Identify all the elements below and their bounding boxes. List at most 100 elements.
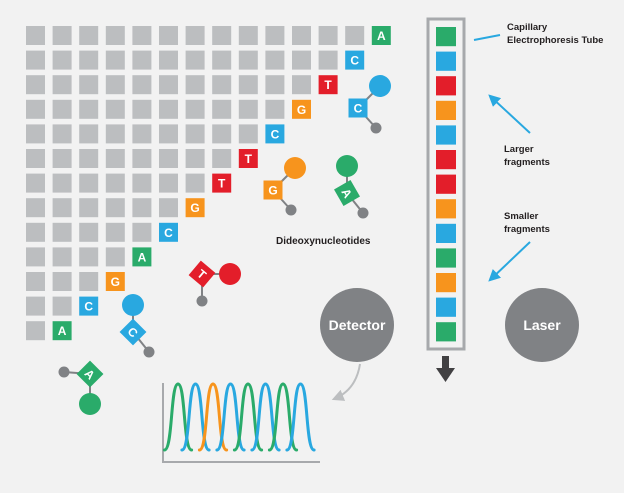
- fragment-gray-square: [26, 149, 45, 168]
- nucleotide-phosphate-dot: [196, 295, 208, 307]
- nucleotide-base-square: T: [188, 260, 216, 288]
- capillary-band: [436, 273, 456, 293]
- nucleotide-square: [188, 260, 216, 288]
- fragment-terminal-base: [318, 75, 338, 95]
- capillary-tube: [426, 17, 466, 351]
- nucleotide-square: [263, 180, 283, 200]
- dideoxynucleotide: A: [334, 155, 369, 219]
- fragment-gray-square: [265, 50, 285, 70]
- fragment-terminal-base: [52, 321, 72, 341]
- nucleotide-phosphate-dot: [58, 366, 70, 378]
- fragment-gray-square: [105, 247, 125, 267]
- fragment-gray-square: [318, 26, 338, 45]
- smaller-fragments-label-line2: fragments: [504, 224, 550, 235]
- larger-fragments-label-line2: fragments: [504, 157, 550, 168]
- fragment-gray-square: [105, 99, 125, 119]
- fragment-terminal-base: [265, 124, 285, 144]
- fragment-gray-square: [212, 149, 232, 168]
- fragment-gray-square: [238, 99, 258, 119]
- fragment-gray-square: [79, 198, 99, 218]
- fragment-terminal-letter: C: [164, 226, 173, 240]
- dideoxynucleotide: C: [119, 294, 155, 358]
- fragment-gray-square: [292, 75, 311, 95]
- fragment-gray-square: [159, 198, 178, 218]
- fragment-gray-square: [52, 198, 72, 218]
- fragment-gray-square: [79, 26, 99, 45]
- fragment-gray-square: [105, 124, 125, 144]
- fragment-gray-square: [238, 124, 258, 144]
- detector-circle: [320, 288, 394, 362]
- dideoxynucleotide: A: [58, 360, 104, 415]
- fragment-gray-square: [132, 26, 152, 45]
- dideoxynucleotide: T: [188, 260, 241, 307]
- dideoxynucleotide: G: [263, 157, 306, 216]
- fragment-gray-square: [52, 149, 72, 168]
- chromatogram-axes: [162, 383, 320, 463]
- fragment-terminal-letter: G: [111, 275, 120, 289]
- nucleotide-phosphate-dot: [370, 122, 382, 134]
- fragment-gray-square: [52, 75, 72, 95]
- smaller-fragments-arrow: [488, 241, 531, 282]
- capillary-tube-outline: [426, 17, 466, 351]
- fragment-gray-square: [132, 222, 152, 242]
- fragment-gray-square: [79, 272, 99, 291]
- fragment-gray-square: [79, 222, 99, 242]
- fragment-terminal-letter: A: [58, 324, 67, 338]
- fragment-gray-square: [238, 26, 258, 45]
- fragment-gray-square: [292, 26, 311, 45]
- fragment-gray-square: [105, 222, 125, 242]
- nucleotide-base-square: C: [119, 318, 147, 346]
- fragment-gray-square: [132, 173, 152, 193]
- laser-circle: [505, 288, 579, 362]
- nucleotide-base-circle: [336, 155, 358, 177]
- fragment-gray-square: [26, 124, 45, 144]
- fragment-gray-square: [159, 26, 178, 45]
- fragment-gray-square: [26, 99, 45, 119]
- nucleotide-square: [334, 180, 360, 206]
- detector: Detector: [320, 288, 394, 362]
- nucleotide-letter: C: [354, 102, 363, 116]
- larger-fragments-label-line1: Larger: [504, 144, 534, 155]
- fragment-gray-square: [26, 198, 45, 218]
- fragment-gray-square: [132, 124, 152, 144]
- fragment-gray-square: [26, 50, 45, 70]
- capillary-band: [436, 248, 456, 268]
- fragment-terminal-letter: T: [324, 78, 332, 92]
- fragment-gray-square: [132, 75, 152, 95]
- fragment-gray-square: [26, 26, 45, 45]
- fragment-gray-square: [212, 50, 232, 70]
- fragment-gray-square: [159, 75, 178, 95]
- chromatogram-peaks: [162, 382, 316, 452]
- capillary-band: [436, 125, 456, 145]
- fragment-terminal-letter: G: [297, 103, 306, 117]
- nucleotide-base-circle: [122, 294, 144, 316]
- fragment-gray-square: [132, 99, 152, 119]
- fragment-gray-square: [79, 149, 99, 168]
- fragment-gray-square: [185, 50, 205, 70]
- larger-fragments-arrow: [488, 94, 531, 134]
- fragment-gray-square: [185, 173, 205, 193]
- fragment-gray-square: [26, 296, 45, 316]
- laser: Laser: [505, 288, 579, 362]
- fragment-gray-square: [52, 296, 72, 316]
- detector-output-arrow: [331, 363, 361, 401]
- fragment-gray-square: [159, 173, 178, 193]
- fragment-terminal-letter: A: [138, 250, 147, 264]
- fragment-gray-square: [318, 50, 338, 70]
- nucleotide-phosphate-dot: [143, 346, 155, 358]
- fragment-gray-square: [79, 50, 99, 70]
- capillary-band: [436, 76, 456, 96]
- fragment-terminal-base: [238, 149, 258, 168]
- fragment-gray-square: [238, 75, 258, 95]
- fragment-gray-square: [185, 149, 205, 168]
- fragment-gray-square: [159, 99, 178, 119]
- fragment-gray-square: [79, 124, 99, 144]
- fragment-gray-square: [265, 99, 285, 119]
- capillary-band: [436, 27, 456, 47]
- fragment-gray-square: [132, 149, 152, 168]
- fragment-terminal-base: [159, 222, 178, 242]
- capillary-label-line2: Electrophoresis Tube: [507, 35, 603, 46]
- fragment-gray-square: [185, 99, 205, 119]
